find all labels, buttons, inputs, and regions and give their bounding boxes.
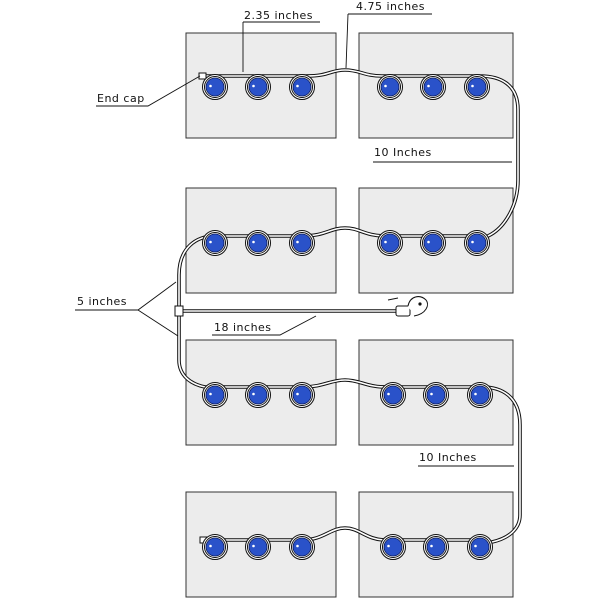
- watering-cap-icon: [467, 534, 493, 560]
- watering-cap-icon: [380, 534, 406, 560]
- watering-cap-icon: [380, 382, 406, 408]
- battery-panels: [185, 32, 514, 598]
- watering-cap-icon: [423, 534, 449, 560]
- label-18-inches: 18 inches: [214, 321, 272, 334]
- watering-cap-icon: [289, 230, 315, 256]
- watering-cap-icon: [245, 230, 271, 256]
- watering-cap-icon: [420, 230, 446, 256]
- watering-cap-icon: [202, 534, 228, 560]
- watering-cap-icon: [377, 230, 403, 256]
- tee-fitting: [174, 305, 184, 317]
- end-caps: [198, 72, 208, 544]
- watering-cap-icon: [202, 382, 228, 408]
- watering-cap-icon: [202, 230, 228, 256]
- label-10-inches-bottom: 10 Inches: [419, 451, 477, 464]
- label-4-75-inches: 4.75 inches: [356, 0, 425, 13]
- end-cap-top: [198, 72, 207, 80]
- label-end-cap: End cap: [97, 92, 145, 105]
- watering-cap-icon: [420, 74, 446, 100]
- watering-caps: [202, 74, 493, 560]
- watering-cap-icon: [289, 382, 315, 408]
- label-10-inches-top: 10 Inches: [374, 146, 432, 159]
- leader-lines: [75, 13, 514, 467]
- quick-connect-icon: [387, 296, 428, 317]
- watering-cap-icon: [289, 534, 315, 560]
- label-2-35-inches: 2.35 inches: [244, 9, 313, 22]
- watering-cap-icon: [464, 74, 490, 100]
- leader-18in: [212, 315, 317, 336]
- hose-lines: [177, 68, 522, 544]
- watering-cap-icon: [202, 74, 228, 100]
- watering-cap-icon: [245, 534, 271, 560]
- label-5-inches: 5 inches: [77, 295, 127, 308]
- watering-cap-icon: [245, 74, 271, 100]
- watering-cap-icon: [467, 382, 493, 408]
- watering-cap-icon: [423, 382, 449, 408]
- watering-cap-icon: [245, 382, 271, 408]
- dimension-labels: 2.35 inches 4.75 inches End cap 10 Inche…: [77, 0, 477, 464]
- leader-end-cap: [96, 75, 201, 107]
- watering-cap-icon: [464, 230, 490, 256]
- leader-4-75: [345, 13, 432, 69]
- watering-cap-icon: [377, 74, 403, 100]
- leader-2-35: [242, 21, 320, 72]
- leader-5in: [75, 281, 179, 337]
- watering-cap-icon: [289, 74, 315, 100]
